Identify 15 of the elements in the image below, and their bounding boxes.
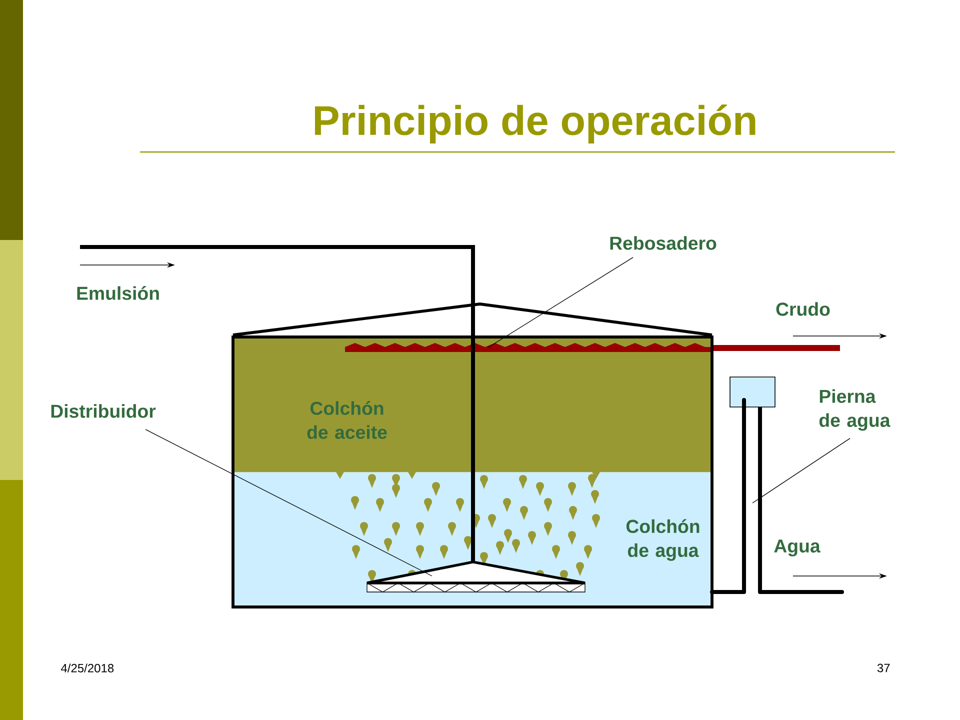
leader-line [488, 257, 634, 348]
distributor [366, 560, 586, 592]
leader-line [145, 429, 432, 576]
callout-label: Distribuidor [51, 404, 156, 418]
flow-label: Crudo [776, 302, 830, 316]
footer-text: 4/25/2018 [61, 664, 114, 672]
oil-layer: Colchón de aceite [233, 337, 712, 472]
flow-label: Agua [774, 540, 820, 556]
title: Principio de operación [314, 104, 756, 144]
flow-label: Emulsión [77, 286, 159, 300]
callout-label: Rebosadero [610, 236, 716, 250]
overflow-weir [345, 343, 712, 352]
callout-label: Pierna de agua [819, 389, 890, 431]
footer-text: 37 [877, 664, 890, 672]
leader-line [752, 438, 850, 504]
